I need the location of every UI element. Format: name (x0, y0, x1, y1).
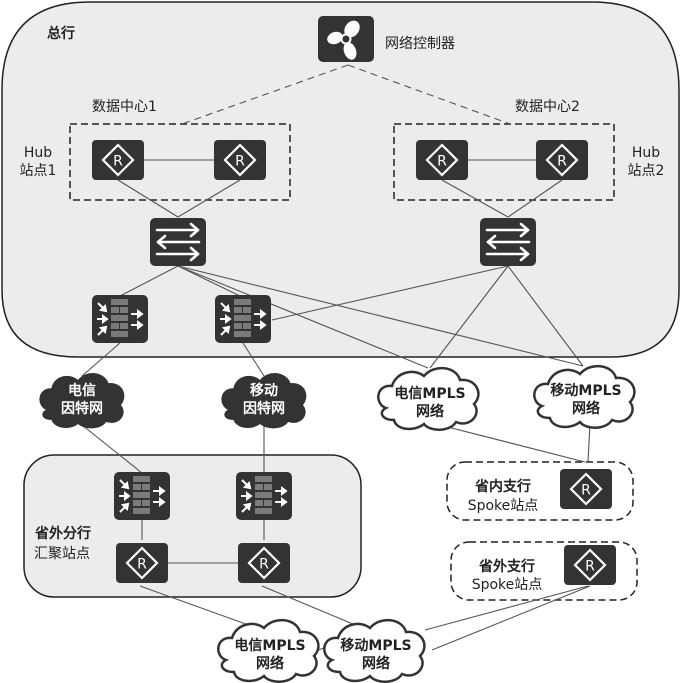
telecom-mpls-top-line1: 电信MPLS (394, 386, 466, 402)
link-sw1-fw2 (177, 265, 241, 297)
telecom-mpls-bottom-line2: 网络 (256, 656, 284, 672)
dc2-router-1[interactable] (414, 138, 470, 182)
controller-label: 网络控制器 (385, 36, 455, 52)
outer-branch-label: 省外分行 (35, 526, 91, 542)
hub-site-1-label: Hub 站点1 (18, 144, 58, 180)
link-telecom-internet-branch-fw1 (81, 424, 143, 474)
link-sw1-telecom-mpls (177, 265, 429, 369)
mobile-internet-line1: 移动 (250, 383, 278, 399)
link-mobile-mpls-outer-spoke-2 (431, 585, 591, 651)
telecom-mpls-cloud-top[interactable] (377, 367, 480, 431)
link-mobile-mpls-outer-spoke-1 (424, 585, 589, 631)
link-dc2-r2-switch (507, 179, 563, 218)
mobile-mpls-top-label: 移动MPLS 网络 (538, 382, 634, 418)
link-sw2-fw2 (271, 265, 509, 321)
link-dc2-r1-switch (441, 179, 509, 218)
headquarters-label: 总行 (47, 26, 75, 42)
telecom-internet-line1: 电信 (68, 383, 96, 399)
datacenter-2-label: 数据中心2 (515, 99, 580, 115)
branch-router-1[interactable] (114, 541, 170, 585)
link-fw1-telecom-internet (81, 342, 121, 377)
fan-controller-icon (327, 20, 360, 60)
hub-site-1-line1: Hub (23, 145, 53, 161)
inner-spoke-router[interactable] (558, 467, 614, 511)
telecom-internet-cloud-label: 电信 因特网 (50, 382, 114, 418)
hub-site-2-label: Hub 站点2 (626, 144, 666, 180)
hub-site-2-line1: Hub (631, 145, 661, 161)
link-dc1-r2-switch (177, 179, 241, 218)
mobile-mpls-top-line1: 移动MPLS (550, 383, 622, 399)
branch-firewall-2[interactable] (235, 471, 293, 521)
mobile-internet-cloud-label: 移动 因特网 (232, 382, 296, 418)
outer-spoke-sublabel: Spoke站点 (471, 577, 543, 593)
telecom-mpls-bottom-label: 电信MPLS 网络 (222, 637, 318, 673)
link-controller-dc2 (347, 64, 511, 125)
inner-spoke-label: 省内支行 (475, 479, 531, 495)
mobile-internet-cloud[interactable] (221, 373, 307, 429)
telecom-mpls-top-line2: 网络 (416, 404, 444, 420)
outer-branch-sublabel: 汇聚站点 (34, 546, 90, 562)
hq-firewall-2[interactable] (214, 294, 272, 344)
telecom-mpls-bottom-line1: 电信MPLS (234, 638, 306, 654)
outer-spoke-label: 省外支行 (479, 559, 535, 575)
mobile-mpls-cloud-top[interactable] (533, 365, 636, 429)
hq-switch-2[interactable] (478, 216, 538, 268)
mobile-mpls-bottom-line1: 移动MPLS (340, 638, 412, 654)
hub-site-1-line2: 站点1 (19, 163, 57, 179)
datacenter-1-boundary (69, 123, 291, 201)
mobile-internet-line2: 因特网 (243, 401, 285, 417)
dc1-router-1[interactable] (90, 138, 146, 182)
branch-firewall-1[interactable] (113, 471, 171, 521)
branch-router-2[interactable] (236, 541, 292, 585)
datacenter-2-boundary (393, 123, 615, 201)
link-sw2-telecom-mpls (429, 265, 509, 369)
outer-spoke-router[interactable] (562, 543, 618, 587)
link-telecom-mpls-inner-spoke (431, 422, 586, 463)
mobile-mpls-bottom-label: 移动MPLS 网络 (328, 637, 424, 673)
mobile-mpls-cloud-bottom[interactable] (323, 619, 426, 683)
link-fw2-mobile-internet (242, 342, 265, 377)
hub-site-2-line2: 站点2 (627, 163, 665, 179)
inner-spoke-sublabel: Spoke站点 (467, 498, 539, 514)
link-mobile-mpls-inner-spoke (587, 422, 591, 463)
datacenter-1-label: 数据中心1 (92, 99, 157, 115)
link-controller-dc1 (181, 64, 349, 125)
link-sw2-mobile-mpls (507, 265, 584, 367)
dc1-router-2[interactable] (212, 138, 268, 182)
telecom-mpls-cloud-bottom[interactable] (217, 619, 320, 683)
mobile-mpls-top-line2: 网络 (572, 401, 600, 417)
link-sw1-mobile-mpls (177, 265, 584, 367)
telecom-internet-cloud[interactable] (39, 373, 125, 429)
mobile-mpls-bottom-line2: 网络 (362, 656, 390, 672)
telecom-mpls-top-label: 电信MPLS 网络 (382, 385, 478, 421)
hq-firewall-1[interactable] (91, 294, 149, 344)
telecom-internet-line2: 因特网 (61, 401, 103, 417)
hq-switch-1[interactable] (148, 216, 208, 268)
network-controller[interactable] (318, 16, 374, 62)
link-sw1-fw1 (119, 265, 179, 297)
dc2-router-2[interactable] (534, 138, 590, 182)
link-dc1-r1-switch (117, 179, 179, 218)
